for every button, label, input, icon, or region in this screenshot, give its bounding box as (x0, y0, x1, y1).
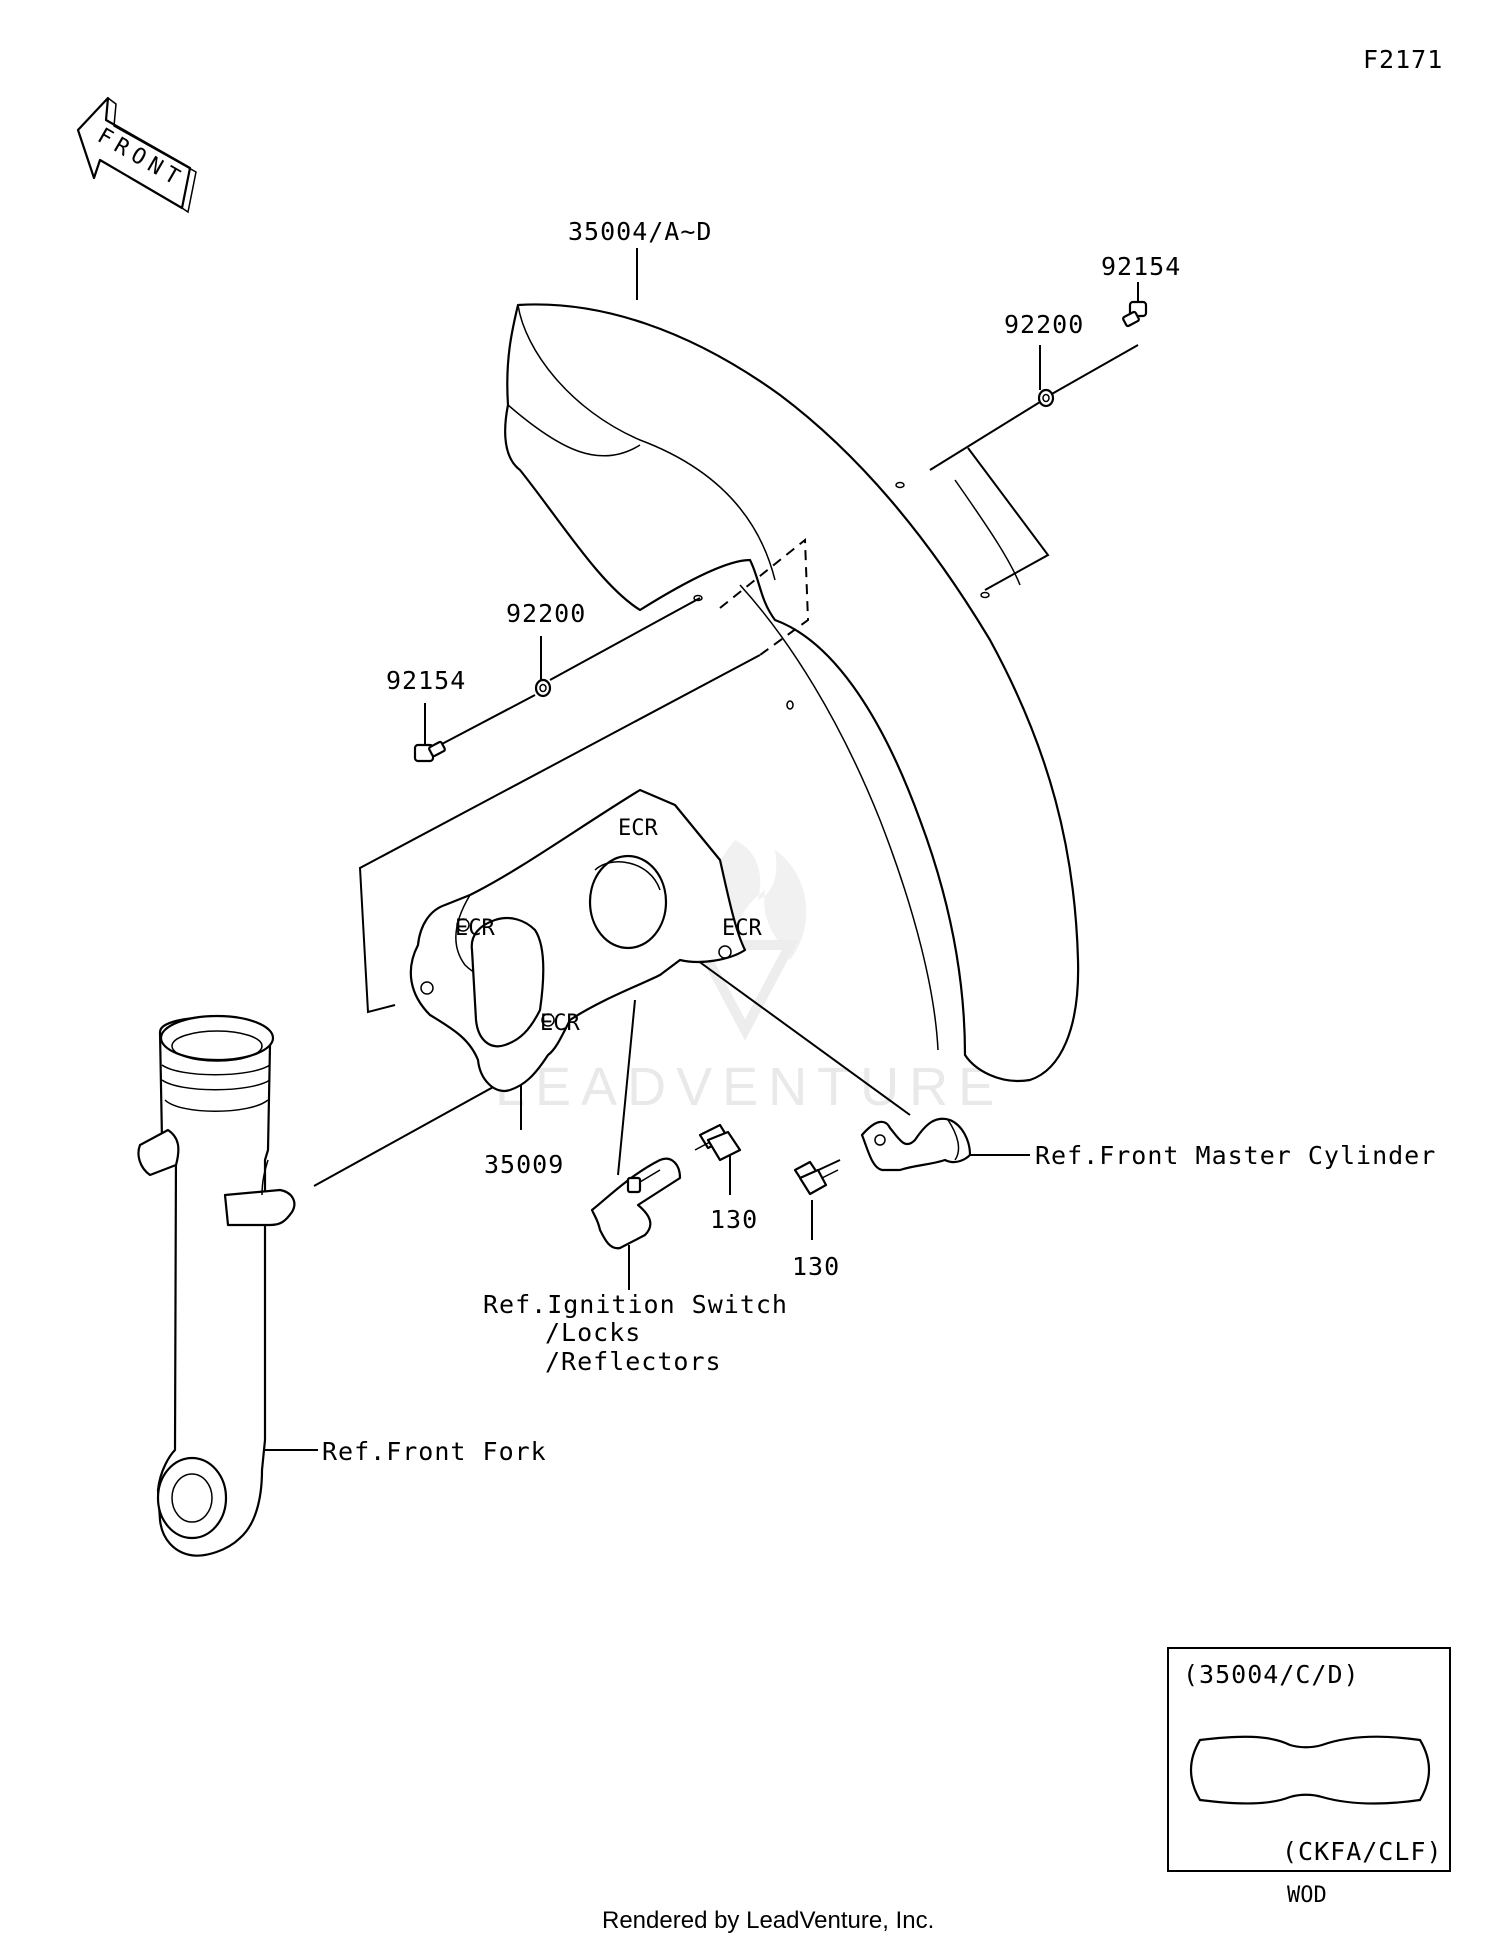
callout-screw-right: 92154 (1101, 252, 1181, 281)
ref-locks: /Locks (545, 1318, 641, 1347)
front-fender (504, 303, 1080, 1083)
callout-screw-left: 92154 (386, 666, 466, 695)
front-fork (137, 1014, 296, 1557)
ref-ignition-switch: Ref.Ignition Switch (483, 1290, 788, 1319)
bolt-130-right (793, 1160, 839, 1196)
screw-92154-right (1122, 300, 1148, 328)
washer-92200-left (534, 678, 552, 698)
inset-title: (35004/C/D) (1183, 1660, 1360, 1689)
footer-credit: Rendered by LeadVenture, Inc. (602, 1907, 934, 1934)
watermark-text: LEADVENTURE (495, 1057, 1004, 1117)
bolt-130-center (694, 1123, 742, 1162)
callout-fender: 35004/A~D (568, 217, 712, 246)
screw-92154-left (413, 740, 446, 763)
master-cylinder-clamp (860, 1117, 972, 1172)
inset-model: (CKFA/CLF) (1282, 1837, 1443, 1866)
ref-master-cylinder: Ref.Front Master Cylinder (1035, 1141, 1436, 1170)
washer-92200-right (1037, 388, 1055, 408)
fender-bracket: ECR ECR ECR ECR (409, 788, 762, 1093)
fender-mount-guide (719, 537, 810, 656)
leader-lines (265, 248, 1139, 1451)
inset-below-label: WOD (1287, 1883, 1327, 1908)
callout-bolt-center: 130 (710, 1205, 758, 1234)
svg-text:ECR: ECR (455, 916, 495, 941)
svg-text:ECR: ECR (540, 1011, 580, 1036)
svg-text:ECR: ECR (722, 916, 762, 941)
front-arrow: FRONT (76, 96, 197, 214)
ref-reflectors: /Reflectors (545, 1347, 722, 1376)
ref-front-fork: Ref.Front Fork (322, 1437, 547, 1466)
svg-text:ECR: ECR (618, 816, 658, 841)
callout-bolt-right: 130 (792, 1252, 840, 1281)
callout-washer-left: 92200 (506, 599, 586, 628)
diagram-code: F2171 (1363, 45, 1443, 74)
callout-bracket: 35009 (484, 1150, 564, 1179)
callout-washer-right: 92200 (1004, 310, 1084, 339)
inset-variant-box: (35004/C/D) (CKFA/CLF) (1167, 1647, 1451, 1872)
ignition-switch-bracket (590, 1157, 682, 1250)
